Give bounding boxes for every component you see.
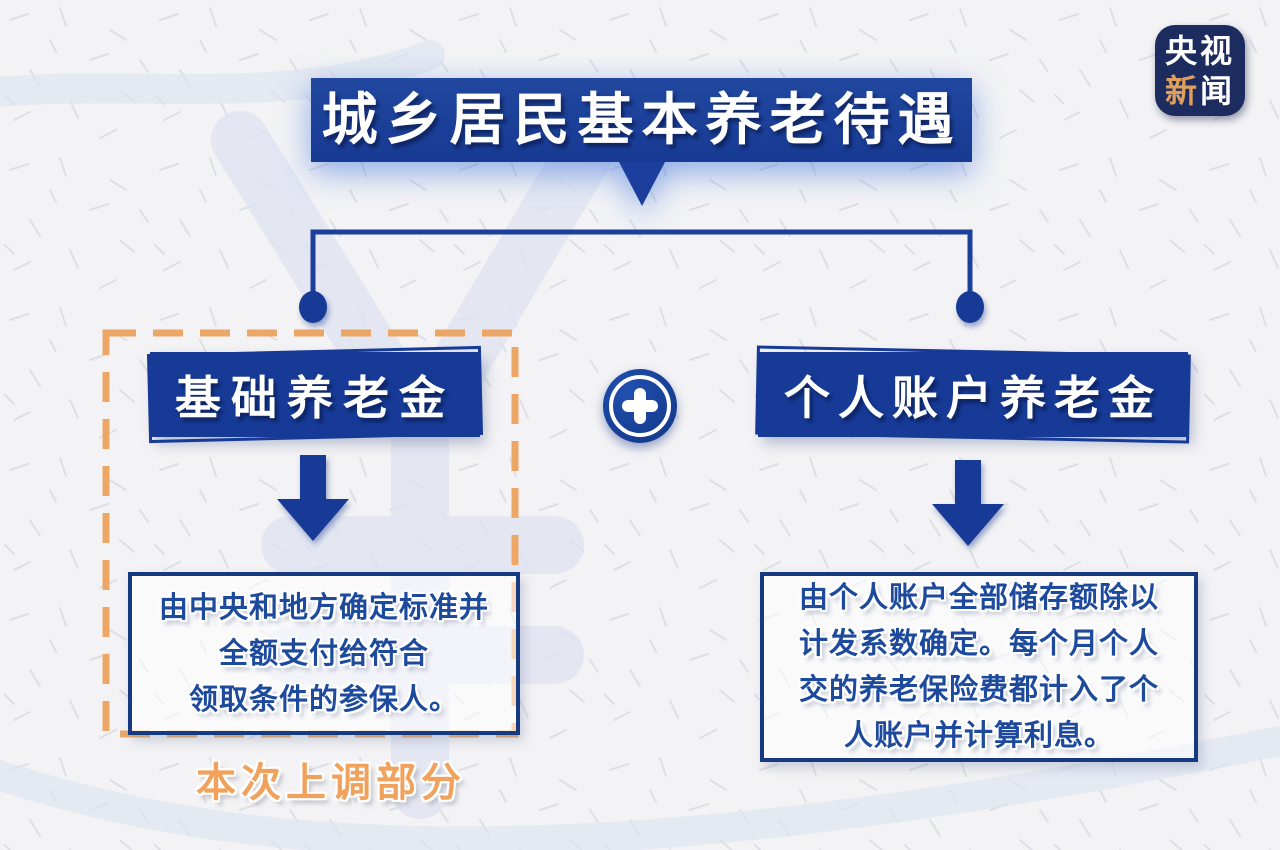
description-line: 交的养老保险费都计入了个 xyxy=(798,674,1159,706)
title-banner: 城乡居民基本养老待遇 xyxy=(311,78,972,206)
node-basic-pension: 基础养老金 xyxy=(150,352,480,437)
logo-line-bottom: 新闻 xyxy=(1165,71,1235,111)
basic-pension-description: 由中央和地方确定标准并 全额支付给符合 领取条件的参保人。 xyxy=(128,572,520,735)
branch-connector-line xyxy=(310,229,973,294)
down-arrow-icon xyxy=(277,455,349,541)
connector-dot xyxy=(299,291,327,323)
description-line: 计发系数确定。每个月个人 xyxy=(798,628,1159,660)
node-heading: 个人账户养老金 xyxy=(784,371,1162,424)
description-line: 领取条件的参保人。 xyxy=(188,683,459,716)
personal-account-description: 由个人账户全部储存额除以 计发系数确定。每个月个人 交的养老保险费都计入了个 人… xyxy=(760,572,1198,762)
description-line: 由中央和地方确定标准并 xyxy=(158,591,489,624)
logo-line-top: 央视 xyxy=(1164,32,1235,69)
cctv-news-logo: 央视 新闻 xyxy=(1155,25,1245,116)
down-arrow-icon xyxy=(932,460,1004,546)
logo-accent-char: 新 xyxy=(1164,72,1200,109)
description-line: 全额支付给符合 xyxy=(218,637,429,670)
adjustment-note: 本次上调部分 xyxy=(196,761,466,805)
banner-pointer xyxy=(618,162,665,206)
node-personal-account-pension: 个人账户养老金 xyxy=(758,352,1188,437)
page-title: 城乡居民基本养老待遇 xyxy=(311,78,972,162)
plus-bar-vertical xyxy=(634,388,646,424)
description-line: 由个人账户全部储存额除以 xyxy=(798,582,1159,614)
node-heading: 基础养老金 xyxy=(175,371,455,424)
logo-rest-char: 闻 xyxy=(1200,72,1236,109)
plus-icon xyxy=(603,369,677,443)
description-line: 人账户并计算利息。 xyxy=(843,720,1114,752)
connector-dot xyxy=(956,291,984,323)
